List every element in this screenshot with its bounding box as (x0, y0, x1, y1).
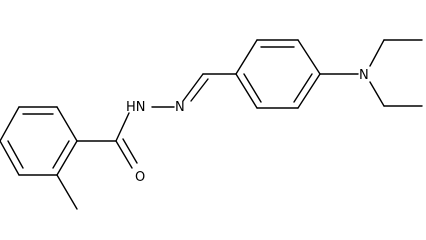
hydrazone-linkage: N HN (115, 73, 237, 142)
atom-label-n-hydrazone: N (175, 100, 185, 115)
molecule-diagram: N N HN O (0, 39, 423, 210)
bond (235, 39, 258, 75)
bond (0, 106, 20, 142)
bond (115, 140, 133, 169)
structure-drawing: N N HN O (0, 39, 423, 210)
atom-label-o-carbonyl: O (135, 170, 145, 185)
atom-label-n-amine: N (359, 68, 369, 83)
bond-inner (243, 73, 262, 103)
bond-double-inner (190, 78, 209, 102)
bond (0, 140, 20, 176)
bond (369, 81, 385, 107)
bond-double-inner (122, 138, 138, 164)
bond-inner (7, 140, 24, 169)
diethylamino-group: N (319, 39, 423, 107)
bond (297, 73, 321, 109)
bond-methyl (56, 174, 78, 210)
aminophenyl-ring (235, 39, 321, 109)
methylphenyl-ring (0, 106, 117, 210)
bond (56, 140, 78, 176)
bond (369, 39, 385, 67)
carbonyl-group: O (115, 138, 145, 185)
bond-double (182, 73, 204, 102)
bond-inner (293, 73, 313, 103)
bond (297, 39, 321, 75)
atom-label-n-amide: HN (126, 100, 146, 115)
bond-inner (52, 140, 70, 169)
bond (115, 112, 130, 142)
bond (56, 106, 78, 142)
bond (235, 73, 258, 109)
